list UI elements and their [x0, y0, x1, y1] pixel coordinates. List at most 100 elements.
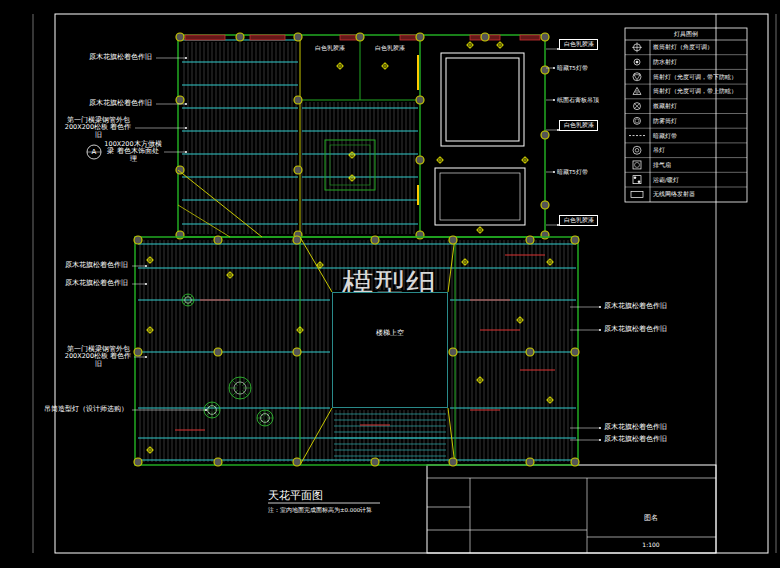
wood-grain — [428, 410, 429, 462]
wood-grain — [144, 240, 145, 462]
wood-grain — [354, 102, 355, 234]
wood-grain — [260, 42, 261, 234]
lamp-symbol — [150, 256, 151, 264]
wood-grain — [288, 240, 289, 462]
wood-grain — [460, 240, 461, 462]
hip-line — [178, 205, 230, 237]
wood-grain — [444, 240, 445, 290]
leader-line — [546, 68, 554, 69]
material-note: 第一门横梁钢管外包200X200松板 着色作旧 — [62, 117, 134, 139]
beam — [182, 176, 298, 177]
wood-grain — [204, 240, 205, 462]
wood-grain — [322, 102, 323, 234]
chandelier-symbol — [212, 402, 213, 408]
wood-grain — [316, 240, 317, 462]
chandelier-symbol — [243, 388, 251, 389]
hip-line — [178, 170, 262, 237]
beam — [302, 199, 418, 200]
chandelier-symbol — [257, 410, 273, 426]
material-note: 原木花旗松着色作旧 — [604, 436, 667, 443]
beam — [182, 84, 298, 85]
wood-grain — [292, 42, 293, 234]
legend-symbol — [636, 61, 638, 63]
wood-grain — [520, 240, 521, 462]
wood-grain — [240, 42, 241, 234]
beam — [182, 223, 298, 224]
column-post — [176, 231, 184, 239]
wood-grain — [352, 410, 353, 462]
lamp-symbol — [480, 376, 481, 384]
column-post — [541, 66, 549, 74]
column-post — [293, 236, 301, 244]
wood-grain — [432, 410, 433, 462]
stair-line — [334, 450, 446, 451]
wood-grain — [306, 102, 307, 234]
material-note: 原木花旗松着色作旧 — [604, 303, 667, 310]
wood-grain — [372, 410, 373, 462]
chandelier-symbol — [184, 296, 187, 299]
leader-dot — [145, 356, 147, 358]
wood-grain — [248, 42, 249, 234]
column-post — [294, 33, 302, 41]
leader-line — [570, 428, 600, 429]
wood-grain — [208, 240, 209, 462]
wood-grain — [180, 240, 181, 462]
chandelier-symbol — [214, 412, 218, 416]
wood-grain — [386, 102, 387, 234]
sheet-border — [55, 14, 768, 553]
wood-grain — [504, 240, 505, 462]
column-post — [541, 33, 549, 41]
wood-grain — [472, 240, 473, 462]
wood-grain — [184, 240, 185, 462]
wood-grain — [272, 240, 273, 462]
wood-grain — [292, 240, 293, 462]
legend-table — [625, 54, 747, 55]
wood-grain — [468, 240, 469, 462]
red-mark — [360, 425, 390, 426]
leader-line — [570, 330, 600, 331]
beam — [302, 153, 418, 154]
column-post — [134, 348, 142, 356]
wall-line — [300, 35, 301, 237]
wall-hatch — [250, 35, 285, 40]
material-note: 第一门横梁钢管外包200X200松板 着色作旧 — [64, 346, 132, 368]
chandelier-symbol — [184, 301, 187, 304]
wood-grain — [484, 240, 485, 462]
wall-outline — [178, 35, 545, 237]
wood-grain — [564, 240, 565, 462]
wood-grain — [464, 240, 465, 462]
drawing-note: 注：室内地面完成面标高为±0.000计算 — [268, 507, 372, 513]
chandelier-symbol — [259, 420, 263, 424]
leader-dot — [599, 439, 601, 441]
wood-grain — [312, 240, 313, 462]
wood-grain — [374, 102, 375, 234]
wood-grain — [524, 240, 525, 462]
legend-label: 排气扇 — [653, 162, 671, 168]
chandelier-symbol — [267, 412, 271, 416]
wood-grain — [204, 42, 205, 234]
wood-grain — [336, 410, 337, 462]
wood-grain — [334, 102, 335, 234]
wood-grain — [338, 102, 339, 234]
wood-grain — [184, 42, 185, 234]
wood-grain — [248, 240, 249, 462]
column-post — [449, 236, 457, 244]
stair-line — [334, 444, 446, 445]
stair-line — [334, 414, 446, 415]
leader-line — [546, 172, 554, 173]
wood-grain — [396, 410, 397, 462]
material-note: 原木花旗松着色作旧 — [89, 54, 152, 61]
sheet-border — [33, 14, 34, 553]
leader-line — [546, 225, 558, 226]
stair-line — [334, 438, 446, 439]
wood-grain — [216, 42, 217, 234]
chandelier-symbol — [188, 302, 189, 306]
wood-grain — [276, 42, 277, 234]
wood-grain — [360, 410, 361, 462]
column-post — [416, 231, 424, 239]
wood-grain — [366, 102, 367, 234]
column-post — [356, 33, 364, 41]
wood-grain — [232, 42, 233, 234]
chandelier-symbol — [242, 390, 247, 395]
wood-grain — [358, 102, 359, 234]
